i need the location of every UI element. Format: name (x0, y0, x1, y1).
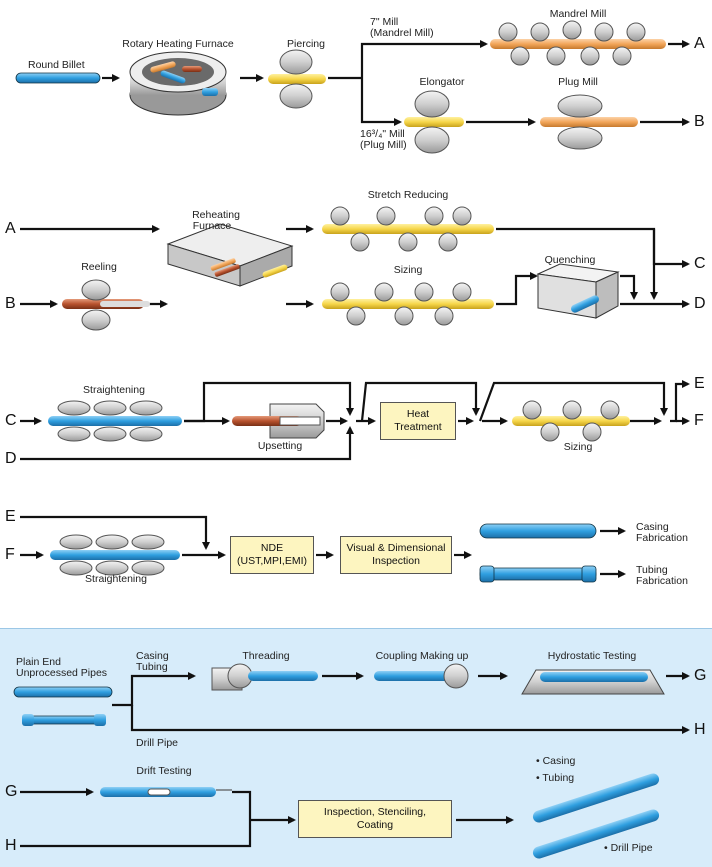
nde-line1: NDE (260, 542, 284, 554)
label-straightening: Straightening (83, 384, 145, 396)
upsetting-machine-illustration (232, 403, 325, 439)
connector-e-out: E (694, 375, 705, 392)
connector-g-out: G (694, 667, 707, 684)
connector-d-out: D (694, 295, 706, 312)
label-threading: Threading (242, 650, 290, 662)
connector-f-out: F (694, 412, 704, 429)
piercing-mill-illustration (268, 49, 326, 109)
label-16in-mill-sub: (Plug Mill) (360, 139, 407, 151)
reeling-illustration (62, 279, 150, 331)
hydrostatic-tester-illustration (521, 669, 665, 695)
label-elongator: Elongator (419, 76, 465, 88)
connector-a-in: A (5, 220, 16, 237)
reheating-furnace-illustration (166, 223, 294, 287)
inspection-line2: Coating (356, 819, 394, 831)
label-tubing: Tubing (136, 661, 168, 673)
connector-a-out: A (694, 35, 705, 52)
label-7in-mill-sub: (Mandrel Mill) (370, 27, 434, 39)
straightening-machine-illustration-1 (48, 400, 182, 442)
stretch-reducing-illustration (322, 206, 494, 252)
label-reheating: Reheating (192, 209, 240, 221)
heat-treatment-line1: Heat (406, 408, 430, 420)
label-upsetting: Upsetting (257, 440, 303, 452)
elongator-illustration (404, 90, 464, 154)
threading-machine-illustration (211, 663, 318, 691)
label-drill-pipe: Drill Pipe (136, 737, 179, 749)
label-sizing-2: Sizing (563, 441, 593, 453)
connector-g-in: G (5, 783, 18, 800)
connector-c-in: C (5, 412, 17, 429)
connector-b-in: B (5, 295, 16, 312)
connector-d-in: D (5, 450, 17, 467)
connector-h-out: H (694, 721, 706, 738)
label-rotary-furnace: Rotary Heating Furnace (122, 38, 234, 50)
visual-line1: Visual & Dimensional (346, 542, 446, 554)
coupling-makeup-illustration (374, 663, 469, 689)
connector-c-out: C (694, 255, 706, 272)
label-casing: Casing (136, 650, 169, 662)
plug-mill-illustration (540, 94, 638, 150)
sizing-mill-illustration-2 (512, 400, 630, 442)
label-sizing: Sizing (393, 264, 423, 276)
label-mandrel-mill: Mandrel Mill (549, 8, 607, 20)
label-casing-fabrication-2: Fabrication (636, 532, 688, 544)
bullet-casing: • Casing (536, 755, 576, 767)
finished-pipes-illustration (532, 773, 660, 859)
label-quenching: Quenching (544, 254, 596, 266)
label-stretch-reducing: Stretch Reducing (367, 189, 449, 201)
inspection-stenciling-box: Inspection, Stenciling, Coating (298, 800, 452, 838)
rotary-furnace-illustration (129, 51, 227, 116)
heat-treatment-line2: Treatment (394, 421, 442, 433)
label-7in-mill: 7" Mill (370, 16, 399, 28)
label-hydrostatic: Hydrostatic Testing (547, 650, 637, 662)
label-16in-mill: 16³/₄" Mill (360, 128, 405, 140)
heat-treatment-box: Heat Treatment (380, 402, 456, 440)
nde-line2: (UST,MPI,EMI) (237, 555, 307, 567)
label-drift-testing: Drift Testing (136, 765, 192, 777)
connector-h-in: H (5, 837, 17, 854)
inspection-line1: Inspection, Stenciling, (323, 806, 427, 818)
label-unprocessed-pipes: Unprocessed Pipes (16, 667, 108, 679)
straightening-machine-illustration-2 (50, 534, 180, 576)
label-round-billet: Round Billet (28, 59, 85, 71)
plain-end-pipes-illustration (13, 686, 113, 726)
label-plain-end: Plain End (16, 656, 61, 668)
quenching-tank-illustration (536, 263, 620, 319)
drift-testing-illustration (100, 787, 232, 797)
casing-pipe-illustration (479, 523, 597, 539)
label-tubing-fabrication-1: Tubing (636, 564, 668, 576)
visual-inspection-box: Visual & Dimensional Inspection (340, 536, 452, 574)
label-casing-fabrication-1: Casing (636, 521, 669, 533)
mandrel-mill-illustration (490, 20, 666, 66)
nde-box: NDE (UST,MPI,EMI) (230, 536, 314, 574)
visual-line2: Inspection (372, 555, 420, 567)
connector-b-out: B (694, 113, 705, 130)
bullet-drill-pipe: • Drill Pipe (604, 842, 653, 854)
label-reeling: Reeling (81, 261, 117, 273)
label-straightening-2: Straightening (85, 573, 147, 585)
label-coupling: Coupling Making up (375, 650, 469, 662)
tubing-pipe-illustration (479, 565, 597, 583)
sizing-mill-illustration (322, 282, 494, 326)
label-plug-mill: Plug Mill (558, 76, 598, 88)
connector-e-in: E (5, 508, 16, 525)
connector-f-in: F (5, 546, 15, 563)
bullet-tubing: • Tubing (536, 772, 575, 784)
label-reheating-furnace: Furnace (192, 220, 232, 232)
round-billet-pipe (15, 72, 101, 84)
label-tubing-fabrication-2: Fabrication (636, 575, 688, 587)
label-piercing: Piercing (287, 38, 325, 50)
